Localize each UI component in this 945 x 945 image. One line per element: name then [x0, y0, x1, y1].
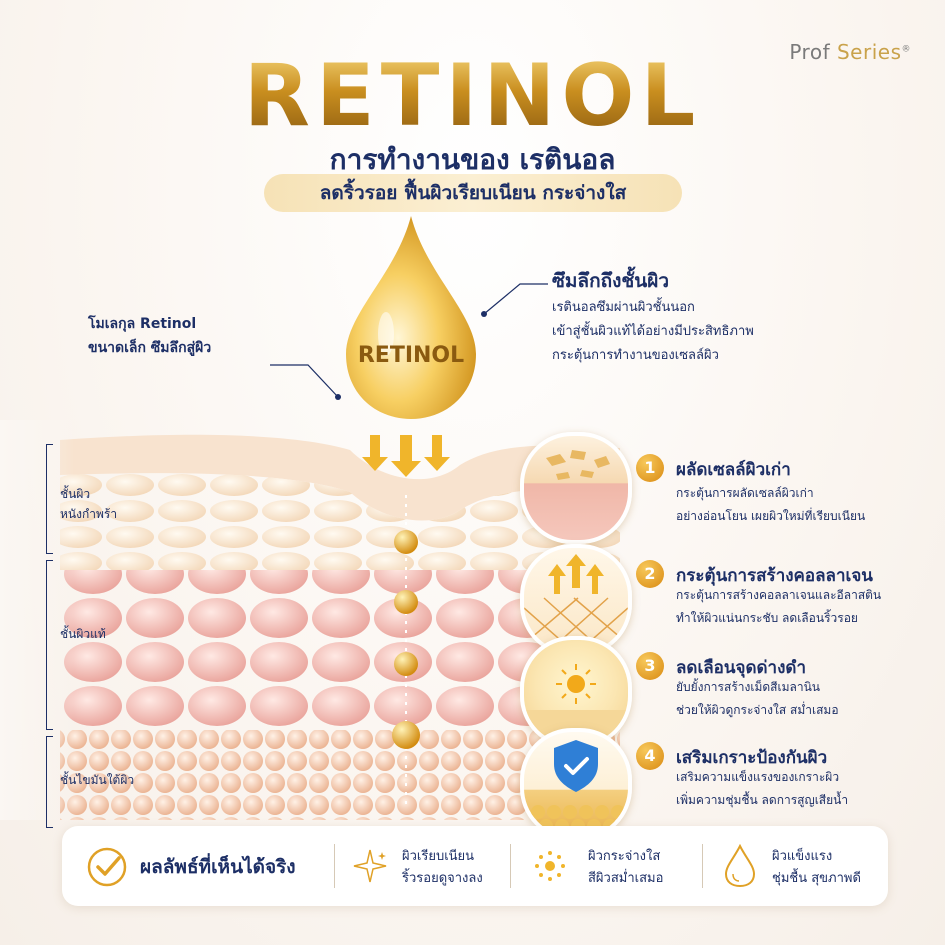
result-line: ผิวกระจ่างใส	[588, 849, 661, 864]
layer-label-dermis: ชั้นผิวแท้	[60, 627, 106, 641]
left-callout-line1: โมเลกุล Retinol	[88, 316, 197, 332]
step-title: ผลัดเซลล์ผิวเก่า	[676, 460, 791, 480]
brand-logo: Prof Series®	[789, 40, 911, 64]
layer-bracket	[46, 444, 53, 554]
brand-mark: ®	[902, 44, 912, 54]
result-line: ผิวเรียบเนียน	[402, 849, 475, 864]
step-text-line: เสริมความแข็งแรงของเกราะผิว	[676, 770, 840, 784]
sunburst-icon	[535, 851, 565, 881]
right-callout-text: เรตินอลซึมผ่านผิวชั้นนอก เข้าสู่ชั้นผิวแ…	[552, 296, 754, 368]
step-text-line: ช่วยให้ผิวดูกระจ่างใส สม่ำเสมอ	[676, 703, 839, 717]
result-line: ริ้วรอยดูจางลง	[402, 871, 483, 886]
step-text-line: กระตุ้นการผลัดเซลล์ผิวเก่า	[676, 486, 814, 500]
step-text: ยับยั้งการสร้างเม็ดสีเมลานิน ช่วยให้ผิวด…	[676, 676, 839, 722]
step-text-line: ทำให้ผิวแน่นกระชับ ลดเลือนริ้วรอย	[676, 611, 858, 625]
sparkle-icon	[353, 849, 387, 883]
step-number: 1	[636, 454, 664, 482]
layer-label-epidermis: ชั้นผิว หนังกำพร้า	[60, 484, 117, 524]
tagline-pill: ลดริ้วรอย ฟื้นผิวเรียบเนียน กระจ่างใส	[264, 174, 682, 212]
page-title: RETINOL	[0, 48, 945, 144]
layer-bracket	[46, 736, 53, 828]
layer-label-hypodermis: ชั้นไขมันใต้ผิว	[60, 773, 135, 787]
left-callout: โมเลกุล Retinol ขนาดเล็ก ซึมลึกสู่ผิว	[88, 312, 211, 360]
step-number: 2	[636, 560, 664, 588]
shield-check-icon	[520, 728, 632, 840]
page-subtitle: การทำงานของ เรตินอล	[329, 143, 616, 176]
retinol-drop-icon: RETINOL	[346, 216, 476, 419]
result-line: ชุ่มชื้น สุขภาพดี	[772, 871, 861, 886]
left-callout-pointer	[270, 364, 341, 400]
step-text: กระตุ้นการผลัดเซลล์ผิวเก่า อย่างอ่อนโยน …	[676, 482, 865, 528]
divider	[702, 844, 703, 888]
step-text: กระตุ้นการสร้างคอลลาเจนและอีลาสติน ทำให้…	[676, 584, 881, 630]
divider	[510, 844, 511, 888]
drop-label: RETINOL	[358, 343, 464, 368]
result-line: ผิวแข็งแรง	[772, 849, 833, 864]
divider	[334, 844, 335, 888]
result-item: ผิวเรียบเนียน ริ้วรอยดูจางลง	[402, 846, 483, 890]
step-text: เสริมความแข็งแรงของเกราะผิว เพิ่มความชุ่…	[676, 766, 848, 812]
right-callout-title: ซึมลึกถึงชั้นผิว	[552, 270, 670, 292]
step-title: ลดเลือนจุดด่างดำ	[676, 658, 806, 678]
results-bar: ผลลัพธ์ที่เห็นได้จริง ผิวเรียบเนียน ริ้ว…	[62, 826, 888, 906]
right-callout-line: เข้าสู่ชั้นผิวแท้ได้อย่างมีประสิทธิภาพ	[552, 324, 754, 339]
skin-layers-illustration	[0, 420, 620, 820]
left-callout-line2: ขนาดเล็ก ซึมลึกสู่ผิว	[88, 340, 212, 356]
shield-graphic	[531, 740, 625, 833]
step-number: 4	[636, 742, 664, 770]
right-callout-line: เรตินอลซึมผ่านผิวชั้นนอก	[552, 300, 695, 315]
droplet-icon	[724, 844, 756, 888]
layer-label-line: ชั้นผิว	[60, 487, 91, 501]
step-title: กระตุ้นการสร้างคอลลาเจน	[676, 566, 873, 586]
check-circle-icon	[87, 847, 127, 887]
layer-label-line: หนังกำพร้า	[60, 507, 118, 521]
result-item: ผิวกระจ่างใส สีผิวสม่ำเสมอ	[588, 846, 663, 890]
layer-bracket	[46, 560, 53, 730]
exfoliation-icon	[520, 432, 632, 544]
step-text-line: กระตุ้นการสร้างคอลลาเจนและอีลาสติน	[676, 588, 882, 602]
result-line: สีผิวสม่ำเสมอ	[588, 871, 664, 886]
step-number: 3	[636, 652, 664, 680]
step-text-line: อย่างอ่อนโยน เผยผิวใหม่ที่เรียบเนียน	[676, 509, 866, 523]
brand-suffix: Series	[837, 40, 902, 64]
step-text-line: ยับยั้งการสร้างเม็ดสีเมลานิน	[676, 680, 820, 694]
right-callout-pointer	[481, 283, 548, 317]
exfoliation-flakes	[546, 450, 610, 480]
results-title: ผลลัพธ์ที่เห็นได้จริง	[140, 856, 296, 878]
right-callout-line: กระตุ้นการทำงานของเซลล์ผิว	[552, 348, 719, 363]
step-title: เสริมเกราะป้องกันผิว	[676, 748, 828, 768]
step-text-line: เพิ่มความชุ่มชื้น ลดการสูญเสียน้ำ	[676, 793, 849, 807]
brand-prefix: Prof	[789, 40, 830, 64]
result-item: ผิวแข็งแรง ชุ่มชื้น สุขภาพดี	[772, 846, 861, 890]
